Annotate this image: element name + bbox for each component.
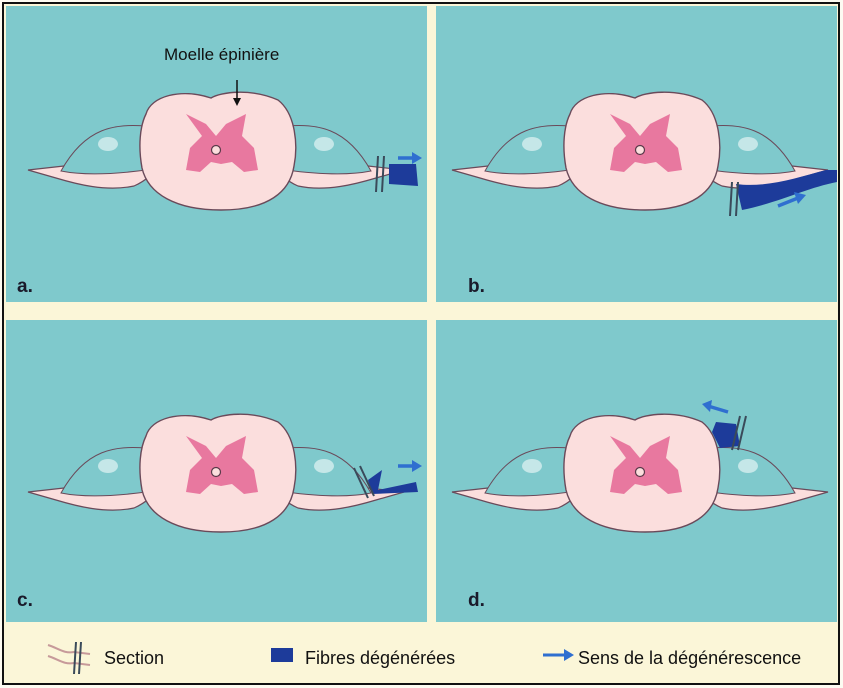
- fibres-swatch: [271, 648, 293, 662]
- panel-a-label: a.: [17, 276, 33, 298]
- panel-d: d.: [436, 320, 837, 622]
- direction-arrow-icon: [543, 649, 574, 661]
- legend-fibres-label: Fibres dégénérées: [305, 648, 455, 669]
- section-icon: [48, 642, 90, 674]
- diagram-d: [436, 320, 837, 622]
- panel-c: c.: [6, 320, 427, 622]
- panel-b-label: b.: [468, 276, 485, 298]
- panel-d-label: d.: [468, 590, 485, 612]
- diagram-c: [6, 320, 427, 622]
- legend-direction-label: Sens de la dégénérescence: [578, 648, 801, 669]
- spinal-cord-label: Moelle épinière: [164, 45, 279, 65]
- legend-section-label: Section: [104, 648, 164, 669]
- panel-b: b.: [436, 6, 837, 302]
- diagram-b: [436, 6, 837, 302]
- panel-c-label: c.: [17, 590, 33, 612]
